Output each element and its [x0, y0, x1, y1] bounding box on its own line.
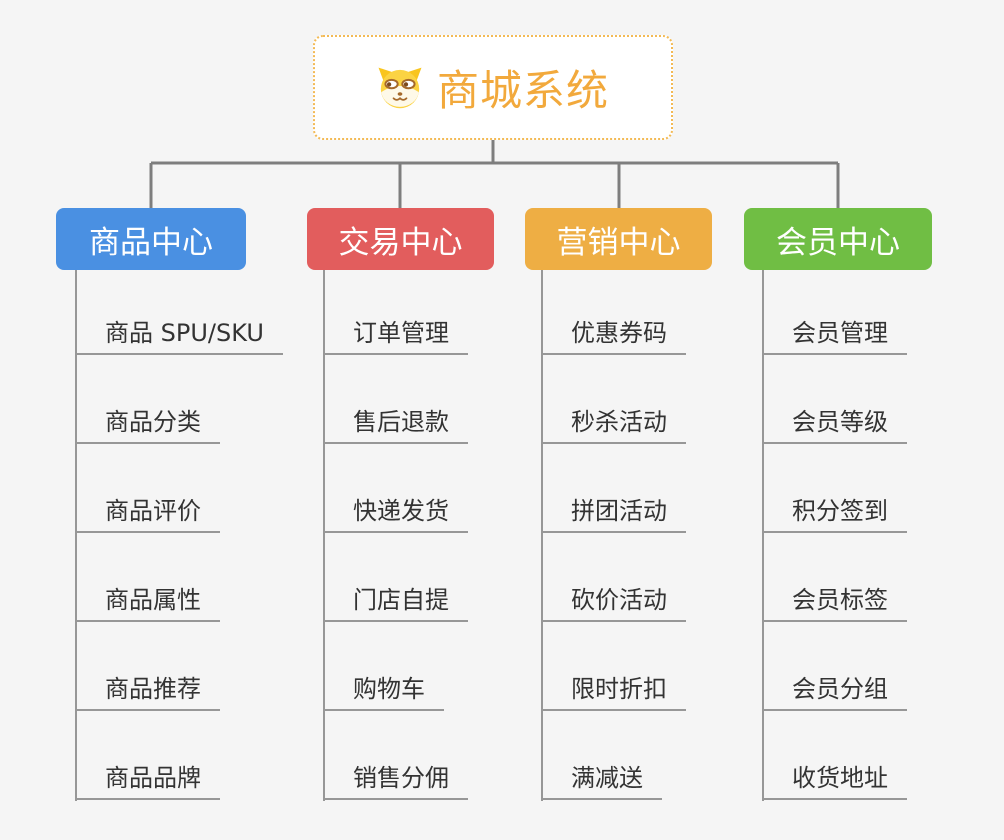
leaf-node[interactable]: 门店自提: [323, 585, 468, 622]
leaf-label: 会员等级: [792, 408, 888, 436]
leaf-node[interactable]: 会员管理: [762, 318, 907, 355]
leaf-node[interactable]: 商品属性: [75, 585, 220, 622]
leaf-label: 快递发货: [353, 497, 449, 525]
branch-node-1[interactable]: 交易中心: [307, 208, 494, 270]
leaf-node[interactable]: 商品品牌: [75, 763, 220, 800]
branch-trunk-line: [75, 270, 77, 801]
branch-label: 会员中心: [776, 224, 900, 261]
leaf-label: 购物车: [353, 675, 425, 703]
leaf-node[interactable]: 秒杀活动: [541, 407, 686, 444]
leaf-label: 销售分佣: [353, 764, 449, 792]
leaf-label: 售后退款: [353, 408, 449, 436]
root-node[interactable]: 商城系统: [313, 35, 673, 140]
leaf-node[interactable]: 销售分佣: [323, 763, 468, 800]
leaf-label: 积分签到: [792, 497, 888, 525]
leaf-label: 商品 SPU/SKU: [105, 319, 264, 347]
leaf-label: 收货地址: [792, 764, 888, 792]
leaf-node[interactable]: 订单管理: [323, 318, 468, 355]
leaf-node[interactable]: 商品推荐: [75, 674, 220, 711]
branch-node-2[interactable]: 营销中心: [525, 208, 712, 270]
leaf-label: 砍价活动: [571, 586, 667, 614]
shiba-dog-icon: [378, 67, 422, 109]
leaf-node[interactable]: 积分签到: [762, 496, 907, 533]
leaf-node[interactable]: 购物车: [323, 674, 444, 711]
leaf-label: 优惠券码: [571, 319, 667, 347]
leaf-label: 会员分组: [792, 675, 888, 703]
leaf-node[interactable]: 会员等级: [762, 407, 907, 444]
leaf-node[interactable]: 限时折扣: [541, 674, 686, 711]
root-title: 商城系统: [436, 66, 609, 115]
branch-label: 营销中心: [556, 224, 681, 261]
leaf-label: 会员标签: [792, 586, 888, 614]
branch-node-0[interactable]: 商品中心: [56, 208, 246, 270]
leaf-label: 商品推荐: [105, 675, 201, 703]
leaf-label: 秒杀活动: [571, 408, 667, 436]
branch-trunk-line: [541, 270, 543, 801]
leaf-node[interactable]: 商品分类: [75, 407, 220, 444]
leaf-node[interactable]: 砍价活动: [541, 585, 686, 622]
leaf-label: 限时折扣: [571, 675, 667, 703]
leaf-node[interactable]: 商品评价: [75, 496, 220, 533]
leaf-node[interactable]: 拼团活动: [541, 496, 686, 533]
leaf-label: 满减送: [571, 764, 643, 792]
branch-node-3[interactable]: 会员中心: [744, 208, 932, 270]
leaf-node[interactable]: 售后退款: [323, 407, 468, 444]
leaf-label: 商品分类: [105, 408, 201, 436]
leaf-node[interactable]: 快递发货: [323, 496, 468, 533]
branch-label: 交易中心: [338, 224, 463, 261]
leaf-label: 商品属性: [105, 586, 201, 614]
leaf-node[interactable]: 满减送: [541, 763, 662, 800]
leaf-node[interactable]: 收货地址: [762, 763, 907, 800]
leaf-label: 门店自提: [353, 586, 449, 614]
branch-trunk-line: [323, 270, 325, 801]
leaf-label: 商品评价: [105, 497, 201, 525]
branch-label: 商品中心: [89, 224, 213, 261]
leaf-label: 商品品牌: [105, 764, 201, 792]
leaf-node[interactable]: 会员分组: [762, 674, 907, 711]
leaf-node[interactable]: 会员标签: [762, 585, 907, 622]
leaf-label: 订单管理: [353, 319, 449, 347]
leaf-label: 会员管理: [792, 319, 888, 347]
leaf-node[interactable]: 商品 SPU/SKU: [75, 318, 283, 355]
leaf-label: 拼团活动: [571, 497, 667, 525]
leaf-node[interactable]: 优惠券码: [541, 318, 686, 355]
branch-trunk-line: [762, 270, 764, 801]
